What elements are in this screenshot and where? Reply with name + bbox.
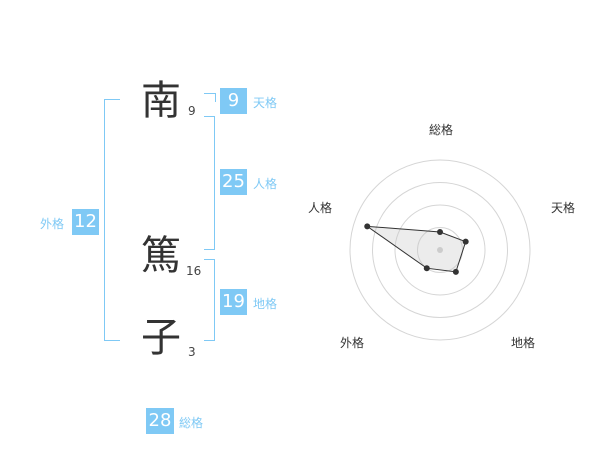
gaikaku-value-badge: 12: [72, 209, 99, 235]
radar-label-soukaku: 総格: [429, 123, 454, 137]
radar-label-jinkaku: 人格: [308, 201, 333, 215]
tenkaku-value-badge: 9: [220, 88, 247, 114]
radar-label-gaikaku: 外格: [340, 336, 365, 350]
tenkaku-bracket: [204, 93, 216, 102]
stroke-count-3: 3: [188, 345, 196, 359]
radar-point-0: [437, 229, 443, 235]
jinkaku-value-badge: 25: [220, 169, 247, 195]
soukaku-label: 総格: [179, 416, 204, 430]
soukaku-value-badge: 28: [146, 408, 174, 434]
radar-label-tenkaku: 天格: [551, 201, 576, 215]
name-char-3: 子: [141, 315, 181, 361]
tenkaku-label: 天格: [253, 96, 278, 110]
gaikaku-label: 外格: [40, 217, 65, 231]
chikaku-label: 地格: [253, 297, 278, 311]
radar-point-3: [423, 265, 430, 272]
radar-point-4: [364, 223, 371, 230]
gaikaku-bracket: [104, 99, 120, 341]
name-char-2: 篤: [141, 233, 181, 279]
radar-ring: [394, 204, 486, 296]
chikaku-bracket: [204, 259, 215, 341]
radar-label-chikaku: 地格: [511, 336, 536, 350]
radar-polygon: [365, 225, 467, 273]
radar-point-1: [462, 238, 469, 245]
chikaku-value-badge: 19: [220, 289, 247, 315]
stroke-count-2: 16: [186, 264, 202, 278]
radar-chart: [349, 159, 531, 341]
stroke-count-1: 9: [188, 104, 196, 118]
radar-ring: [372, 182, 508, 318]
radar-ring: [349, 159, 531, 341]
jinkaku-bracket: [204, 116, 215, 250]
radar-center-point: [437, 247, 443, 253]
jinkaku-label: 人格: [253, 177, 278, 191]
radar-point-2: [452, 268, 459, 275]
name-char-1: 南: [141, 78, 181, 124]
